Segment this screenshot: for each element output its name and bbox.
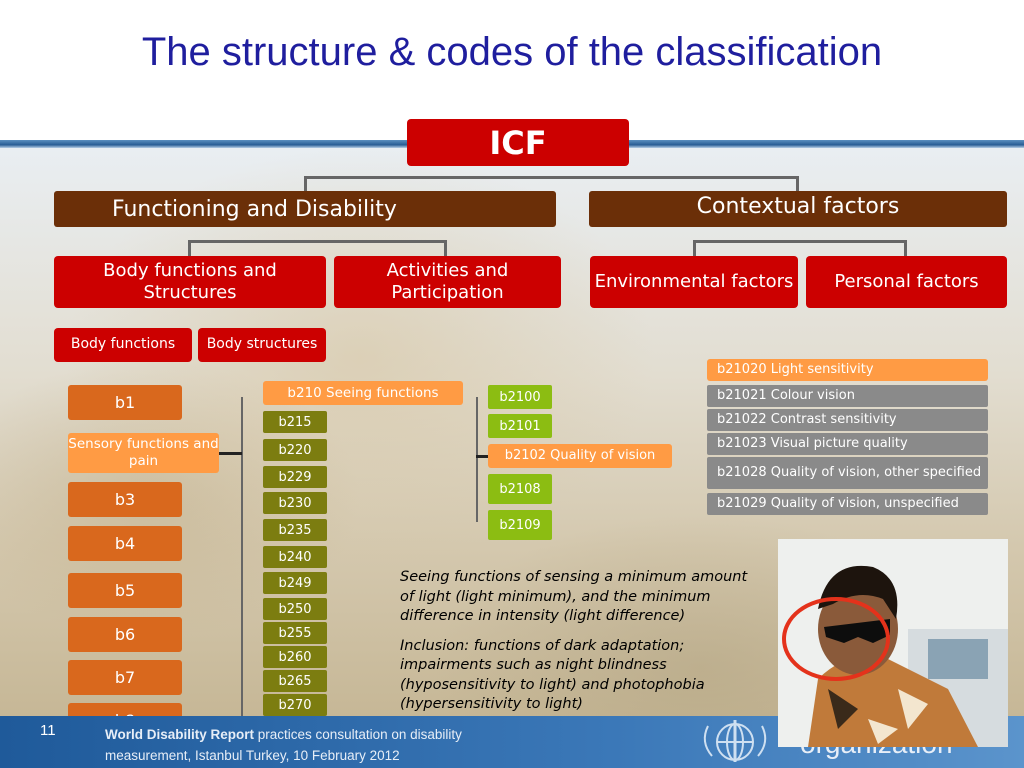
code-b2109: b2109 [488,510,552,540]
connector [212,452,242,455]
who-emblem-icon [703,720,767,762]
connector [304,176,799,179]
code-b21020: b21020 Light sensitivity [707,359,988,381]
code-b215: b215 [263,411,327,433]
code-b2100: b2100 [488,385,552,409]
code-b21029: b21029 Quality of vision, unspecified [707,493,988,515]
chapter-b7: b7 [68,660,182,695]
code-b255: b255 [263,622,327,644]
code-b21021: b21021 Colour vision [707,385,988,407]
code-b21028: b21028 Quality of vision, other specifie… [707,457,988,489]
body-functions-structures-box: Body functions and Structures [54,256,326,308]
person-illustration [778,539,1008,747]
connector [796,176,799,192]
person-photo [778,539,1008,747]
code-b2102-quality-of-vision: b2102 Quality of vision [488,444,672,468]
chapter-b5: b5 [68,573,182,608]
footer-report-title: World Disability Report [105,727,255,742]
code-b270: b270 [263,694,327,716]
definition-paragraph: Seeing functions of sensing a minimum am… [400,569,748,624]
code-b220: b220 [263,439,327,461]
chapter-sensory-functions-pain: Sensory functions and pain [68,433,219,473]
page-number: 11 [40,722,56,739]
connector [188,240,191,257]
footer-line2: measurement, Istanbul Turkey, 10 Februar… [105,748,400,763]
connector [304,176,307,192]
code-b240: b240 [263,546,327,568]
footer-line1: practices consultation on disability [257,727,462,742]
inclusion-paragraph: Inclusion: functions of dark adaptation;… [400,637,705,713]
code-b260: b260 [263,646,327,668]
body-functions-box: Body functions [54,328,192,362]
connector [476,397,478,522]
code-b265: b265 [263,670,327,692]
code-b2108: b2108 [488,474,552,504]
connector [188,240,447,243]
connector [693,240,907,243]
code-b229: b229 [263,466,327,488]
code-b250: b250 [263,598,327,620]
footer-text: World Disability Report practices consul… [105,724,575,766]
code-b249: b249 [263,572,327,594]
contextual-factors-box: Contextual factors [589,191,1007,227]
description-text: Seeing functions of sensing a minimum am… [400,568,750,725]
activities-participation-box: Activities and Participation [334,256,561,308]
body-structures-box: Body structures [198,328,326,362]
chapter-b1: b1 [68,385,182,420]
connector [241,397,243,729]
code-b210-seeing-functions: b210 Seeing functions [263,381,463,405]
icf-root-box: ICF [407,119,629,166]
functioning-disability-box: Functioning and Disability [54,191,556,227]
code-b21022: b21022 Contrast sensitivity [707,409,988,431]
personal-factors-box: Personal factors [806,256,1007,308]
connector [904,240,907,257]
code-b21023: b21023 Visual picture quality [707,433,988,455]
connector [444,240,447,257]
code-b2101: b2101 [488,414,552,438]
chapter-b6: b6 [68,617,182,652]
slide-title: The structure & codes of the classificat… [141,30,883,74]
code-b230: b230 [263,492,327,514]
environmental-factors-box: Environmental factors [590,256,798,308]
chapter-b3: b3 [68,482,182,517]
connector [693,240,696,257]
connector [476,455,490,458]
code-b235: b235 [263,519,327,541]
chapter-b4: b4 [68,526,182,561]
